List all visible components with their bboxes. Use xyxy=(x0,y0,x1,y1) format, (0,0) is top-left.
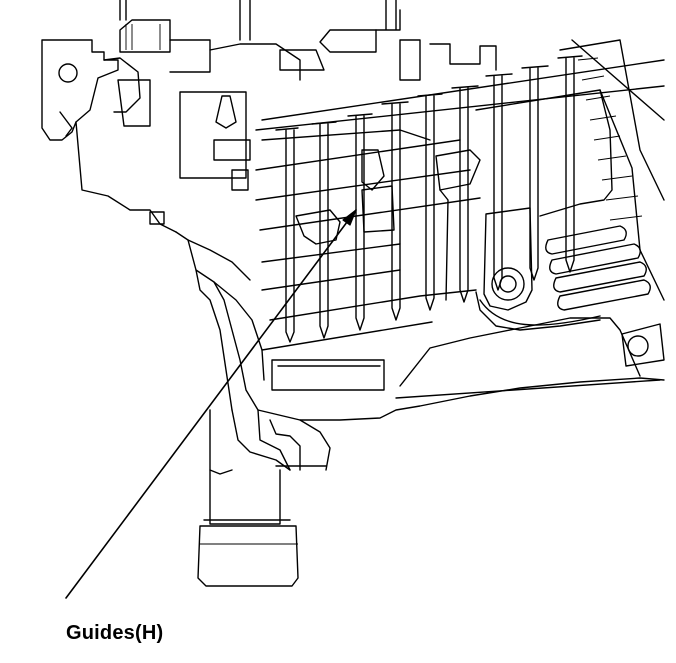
nozzle xyxy=(197,409,299,587)
guides-callout-label: Guides(H) xyxy=(66,622,164,644)
nail xyxy=(417,93,443,311)
nail xyxy=(381,101,409,321)
nail xyxy=(485,73,513,291)
nail xyxy=(347,113,373,331)
latch-mechanism xyxy=(41,0,497,233)
nail xyxy=(557,55,583,273)
nail-strip xyxy=(275,55,583,343)
nail xyxy=(451,85,479,303)
nail xyxy=(275,127,299,343)
nail xyxy=(521,65,549,281)
callout-leader xyxy=(65,209,357,599)
magazine-housing xyxy=(175,39,665,471)
nail xyxy=(311,121,337,339)
